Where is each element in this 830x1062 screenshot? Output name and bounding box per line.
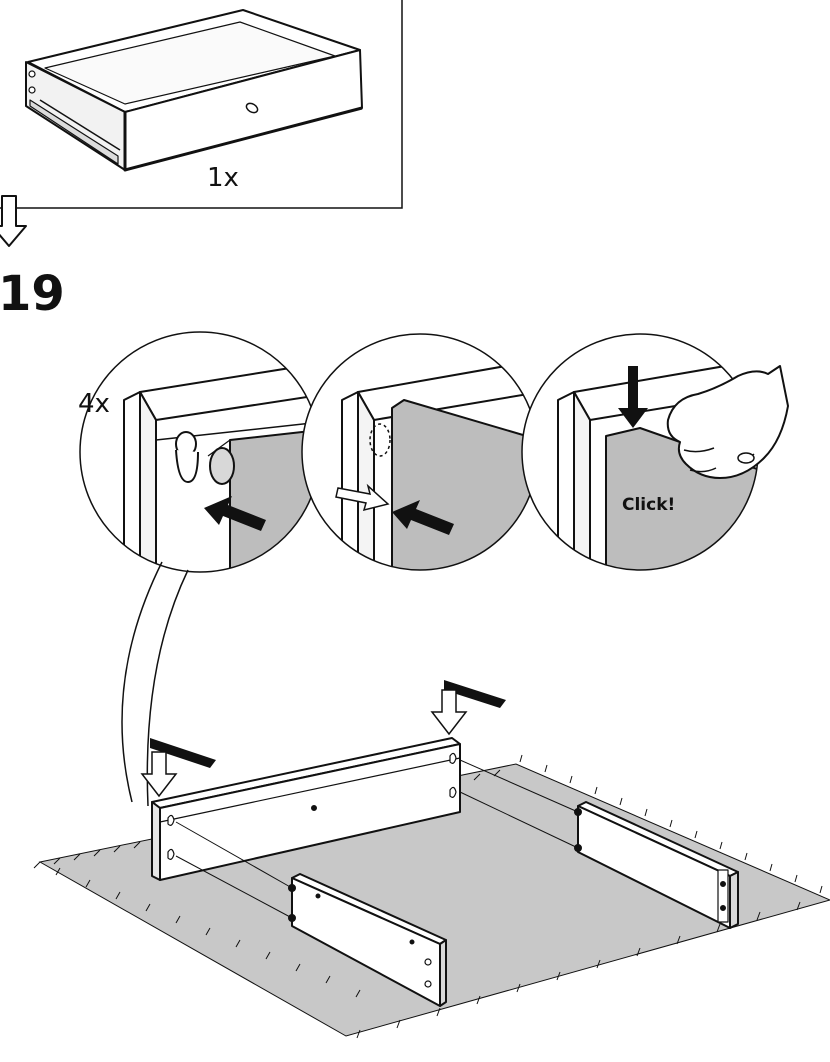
detail-view-2: [301, 333, 539, 571]
side-panel-right: [574, 801, 739, 929]
callout-lines: [121, 561, 189, 807]
detail-view-3: Click!: [521, 333, 789, 571]
drawer-icon: [25, 9, 363, 172]
press-down-icon: [140, 738, 216, 798]
slide-arrow-icon: [335, 483, 454, 535]
previous-step-box: 1x: [0, 0, 403, 209]
press-down-icon: [430, 680, 506, 736]
side-panel-left: [288, 873, 447, 1007]
front-panel: [151, 737, 461, 881]
click-label: Click!: [622, 495, 675, 515]
previous-step-quantity: 1x: [207, 163, 239, 193]
hand-press-icon: [666, 365, 789, 479]
main-assembly-view: [33, 680, 830, 1039]
press-arrow-icon: [618, 366, 648, 428]
detail-1-quantity: 4x: [78, 389, 110, 419]
guide-lines: [175, 759, 579, 919]
down-arrow-icon: [0, 195, 27, 247]
detail-view-1: 4x: [78, 331, 321, 573]
step-number: 19: [0, 266, 65, 322]
push-arrow-icon: [204, 496, 266, 531]
